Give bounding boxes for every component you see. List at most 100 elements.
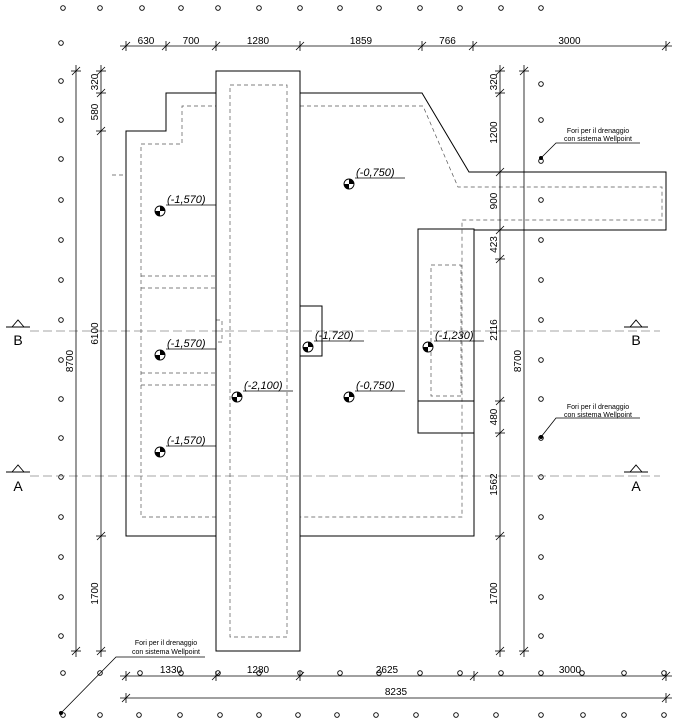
drain-hole-61 bbox=[538, 81, 544, 87]
svg-text:Fori per il drenaggio: Fori per il drenaggio bbox=[135, 640, 197, 647]
section-label: A bbox=[631, 478, 641, 494]
drain-hole-36 bbox=[334, 712, 340, 718]
dim-top-0: 630 bbox=[138, 36, 155, 47]
dim-right-inner-6: 1562 bbox=[489, 473, 500, 496]
wellpoint-holes bbox=[58, 5, 667, 718]
drain-hole-33 bbox=[217, 712, 223, 718]
level-marker-3: (-2,100) bbox=[231, 380, 293, 403]
drain-hole-20 bbox=[337, 670, 343, 676]
dim-right-outer-0: 8700 bbox=[513, 349, 524, 372]
dim-right-inner-2: 900 bbox=[489, 192, 500, 209]
level-value: (-2,100) bbox=[244, 380, 283, 392]
drain-hole-73 bbox=[538, 554, 544, 560]
dim-left-inner-0: 320 bbox=[90, 73, 101, 90]
drain-hole-3 bbox=[178, 5, 184, 11]
drain-hole-48 bbox=[58, 156, 64, 162]
level-value: (-1,230) bbox=[435, 330, 474, 342]
dimension-lines bbox=[71, 41, 672, 703]
drain-hole-31 bbox=[136, 712, 142, 718]
dim-right-inner-1: 1200 bbox=[489, 121, 500, 144]
wellpoint-note-3: Fori per il drenaggio con sistema Wellpo… bbox=[59, 640, 205, 715]
dim-right-inner-5: 480 bbox=[489, 408, 500, 425]
drain-hole-55 bbox=[58, 435, 64, 441]
dim-bottom-2: 2625 bbox=[376, 665, 399, 676]
drain-hole-26 bbox=[579, 670, 585, 676]
dim-left-inner-1: 580 bbox=[90, 103, 101, 120]
dim-top-1: 700 bbox=[183, 36, 200, 47]
drain-hole-37 bbox=[373, 712, 379, 718]
drain-hole-25 bbox=[538, 670, 544, 676]
drain-hole-39 bbox=[453, 712, 459, 718]
section-label: A bbox=[13, 478, 23, 494]
level-value: (-1,570) bbox=[167, 435, 206, 447]
drain-hole-58 bbox=[58, 554, 64, 560]
svg-text:Fori per il drenaggio: Fori per il drenaggio bbox=[567, 128, 629, 135]
drain-hole-64 bbox=[538, 197, 544, 203]
level-value: (-0,750) bbox=[356, 380, 395, 392]
drain-hole-68 bbox=[538, 357, 544, 363]
section-mark-a-right: A bbox=[624, 464, 648, 494]
drain-hole-1 bbox=[97, 5, 103, 11]
svg-text:con sistema Wellpoint: con sistema Wellpoint bbox=[564, 136, 632, 143]
level-value: (-0,750) bbox=[356, 167, 395, 179]
drain-hole-41 bbox=[538, 712, 544, 718]
drain-hole-27 bbox=[621, 670, 627, 676]
drain-hole-75 bbox=[538, 633, 544, 639]
drain-hole-42 bbox=[580, 712, 586, 718]
dim-right-inner-4: 2116 bbox=[489, 319, 500, 341]
drain-hole-74 bbox=[538, 594, 544, 600]
section-label: B bbox=[631, 332, 640, 348]
section-mark-b-left: B bbox=[6, 319, 30, 348]
drain-hole-51 bbox=[58, 277, 64, 283]
dim-top-2: 1280 bbox=[247, 36, 270, 47]
svg-text:con sistema Wellpoint: con sistema Wellpoint bbox=[132, 649, 200, 656]
drain-hole-53 bbox=[58, 357, 64, 363]
drain-hole-21 bbox=[376, 670, 382, 676]
drain-hole-72 bbox=[538, 514, 544, 520]
drain-hole-54 bbox=[58, 396, 64, 402]
drain-hole-45 bbox=[58, 40, 64, 46]
drain-hole-60 bbox=[58, 633, 64, 639]
dim-right-inner-3: 423 bbox=[489, 236, 500, 253]
drain-hole-16 bbox=[178, 670, 184, 676]
drain-hole-23 bbox=[457, 670, 463, 676]
drain-hole-50 bbox=[58, 237, 64, 243]
drain-hole-56 bbox=[58, 474, 64, 480]
dim-right-inner-0: 320 bbox=[489, 73, 500, 90]
drain-hole-6 bbox=[297, 5, 303, 11]
drain-hole-24 bbox=[498, 670, 504, 676]
level-value: (-1,720) bbox=[315, 330, 354, 342]
drain-hole-43 bbox=[621, 712, 627, 718]
dim-left-inner-2: 6100 bbox=[90, 322, 101, 345]
drain-hole-49 bbox=[58, 197, 64, 203]
section-lines bbox=[30, 330, 660, 477]
drain-hole-59 bbox=[58, 594, 64, 600]
drain-hole-69 bbox=[538, 396, 544, 402]
level-value: (-1,570) bbox=[167, 194, 206, 206]
drain-hole-13 bbox=[60, 670, 66, 676]
drain-hole-38 bbox=[413, 712, 419, 718]
level-marker-6: (-0,750) bbox=[343, 380, 405, 403]
dim-left-outer-0: 8700 bbox=[65, 349, 76, 372]
level-markers: (-1,570)(-1,570)(-1,570)(-2,100)(-1,720)… bbox=[154, 167, 484, 458]
dim-total-0: 8235 bbox=[385, 687, 408, 698]
svg-text:Fori per il drenaggio: Fori per il drenaggio bbox=[567, 404, 629, 411]
level-marker-7: (-1,230) bbox=[422, 330, 484, 353]
level-marker-0: (-1,570) bbox=[154, 194, 216, 217]
drain-hole-57 bbox=[58, 514, 64, 520]
foundation-outlines bbox=[125, 70, 667, 652]
dim-top-3: 1859 bbox=[350, 36, 373, 47]
drain-hole-11 bbox=[498, 5, 504, 11]
drain-hole-8 bbox=[376, 5, 382, 11]
drain-hole-44 bbox=[661, 712, 667, 718]
drain-hole-10 bbox=[457, 5, 463, 11]
drain-hole-34 bbox=[256, 712, 262, 718]
drain-hole-9 bbox=[417, 5, 423, 11]
section-mark-a-left: A bbox=[6, 464, 30, 494]
dim-bottom-3: 3000 bbox=[559, 665, 582, 676]
drain-hole-40 bbox=[493, 712, 499, 718]
svg-text:con sistema Wellpoint: con sistema Wellpoint bbox=[564, 412, 632, 419]
drain-hole-66 bbox=[538, 277, 544, 283]
